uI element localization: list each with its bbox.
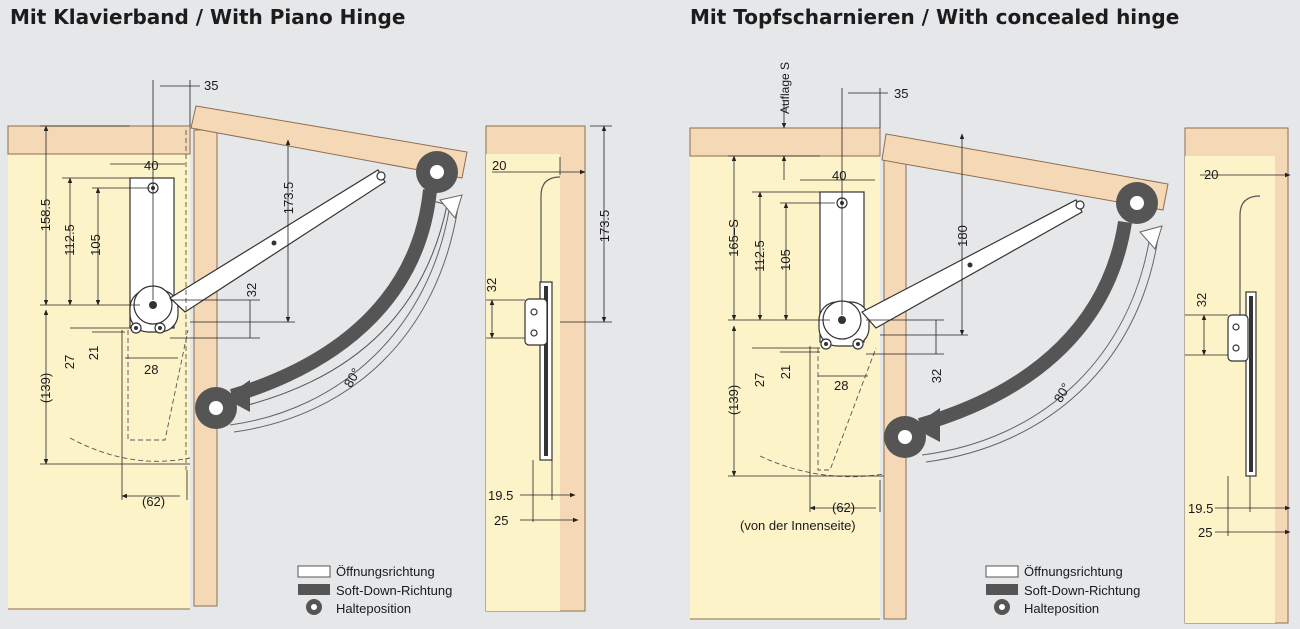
right-side-view [1184,127,1291,624]
right-dim-21: 21 [778,365,793,379]
legend2-softdown-label: Soft-Down-Richtung [1024,583,1140,598]
right-dim-27: 27 [752,373,767,387]
right-dim-112: 112.5 [752,240,767,272]
right-dim-139: (139) [726,385,741,415]
left-side-panel [193,129,218,607]
left-motion-arrows [195,151,463,433]
left-arm [169,169,386,313]
right-dim-35: 35 [894,86,908,101]
left-dim-112: 112.5 [62,224,77,256]
legend-softdown-label: Soft-Down-Richtung [336,583,452,598]
left-softdown-arrow [229,189,437,403]
left-side-25: 25 [494,513,508,528]
legend2-opening-label: Öffnungsrichtung [1024,564,1123,579]
legend-softdown-swatch [298,584,330,595]
legend2-hold-label: Halteposition [1024,601,1099,616]
right-side-32: 32 [1194,293,1209,307]
left-dim-27: 27 [62,355,77,369]
left-title: Mit Klavierband / With Piano Hinge [10,5,406,29]
right-side-labels: 20 32 19.5 25 [1188,167,1218,540]
right-title: Mit Topfscharnieren / With concealed hin… [690,5,1180,29]
left-dim-105: 105 [88,234,103,256]
right-mechanism [759,191,1085,478]
left-dim-158: 158.5 [38,199,53,232]
left-dim-35: 35 [204,78,218,93]
left-side-view [485,125,612,612]
left-side-labels: 20 173.5 32 19.5 25 [484,158,612,528]
right-side-panel [883,155,907,620]
left-side-32: 32 [484,278,499,292]
right-side-25: 25 [1198,525,1212,540]
left-dim-139: (139) [38,373,53,403]
legend2-opening-swatch [985,565,1019,578]
left-mechanism [69,130,386,470]
right-dim-28: 28 [834,378,848,393]
right-motion-arrows [884,182,1163,463]
right-legend: Öffnungsrichtung Soft-Down-Richtung Halt… [985,564,1140,616]
right-dim-180: 180 [955,225,970,247]
left-dimensions [40,80,295,500]
left-side-19: 19.5 [488,488,513,503]
left-dim-40: 40 [144,158,158,173]
right-dim-labels: Auflage S 35 40 165–S 112.5 105 180 27 2… [726,62,1074,533]
left-flap [190,105,468,179]
right-dim-40: 40 [832,168,846,183]
left-dim-32: 32 [244,283,259,297]
legend-opening-swatch [297,565,331,578]
legend2-softdown-swatch [986,584,1018,595]
right-softdown-arrow [918,220,1132,432]
left-dim-28: 28 [144,362,158,377]
left-dim-21: 21 [86,346,101,360]
right-dim-32: 32 [929,369,944,383]
right-flap [881,133,1169,211]
left-dim-labels: 35 40 158.5 112.5 105 173.5 32 21 27 28 … [38,78,364,509]
legend-opening-label: Öffnungsrichtung [336,564,435,579]
left-side-173: 173.5 [597,210,612,243]
right-dim-auflage: Auflage S [778,62,792,114]
left-legend: Öffnungsrichtung Soft-Down-Richtung Halt… [297,564,452,616]
left-cabinet [7,105,468,610]
right-dim-angle: 80° [1051,380,1074,405]
legend-hold-label: Halteposition [336,601,411,616]
right-side-19: 19.5 [1188,501,1213,516]
right-dim-innen: (von der Innenseite) [740,518,856,533]
right-dim-165: 165–S [726,219,741,257]
right-dimensions [728,88,968,512]
left-side-20: 20 [492,158,506,173]
right-side-20: 20 [1204,167,1218,182]
right-dim-105: 105 [778,249,793,271]
left-dim-62: (62) [142,494,165,509]
right-dim-62: (62) [832,500,855,515]
left-dim-173: 173.5 [281,182,296,215]
